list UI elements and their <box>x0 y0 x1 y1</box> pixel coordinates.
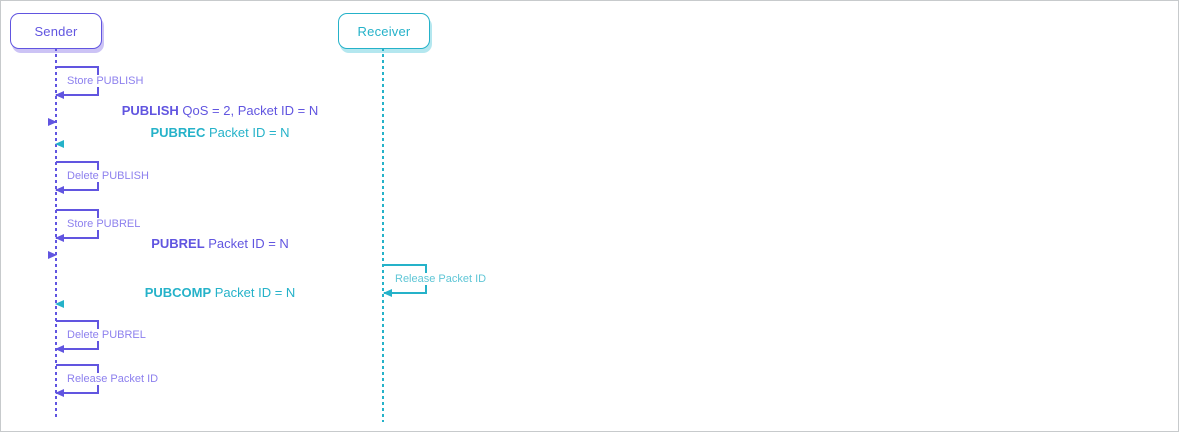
actor-receiver: Receiver <box>338 13 430 49</box>
self-loop-return-arrow <box>55 385 99 397</box>
message-publish-label: PUBLISH QoS = 2, Packet ID = N <box>56 103 384 119</box>
message-pubcomp-label: PUBCOMP Packet ID = N <box>56 285 384 301</box>
message-detail: Packet ID = N <box>204 236 289 251</box>
message-pubcomp: PUBCOMP Packet ID = N <box>56 285 384 303</box>
self-message-label: Release Packet ID <box>395 273 487 285</box>
message-publish: PUBLISH QoS = 2, Packet ID = N <box>56 103 384 121</box>
message-pubrec-label: PUBREC Packet ID = N <box>56 125 384 141</box>
actor-sender-label: Sender <box>34 23 78 39</box>
message-pubrel: PUBREL Packet ID = N <box>56 236 384 254</box>
self-loop-top <box>384 264 427 273</box>
self-loop-return-arrow <box>383 285 427 297</box>
self-message-release-packet-id-sender: Release Packet ID <box>55 364 158 397</box>
message-keyword: PUBLISH <box>121 103 179 118</box>
self-message-label: Store PUBLISH <box>67 75 144 87</box>
self-loop-return-arrow <box>55 182 99 194</box>
self-loop-top <box>56 209 99 218</box>
message-pubrel-label: PUBREL Packet ID = N <box>56 236 384 252</box>
self-message-label: Delete PUBREL <box>67 329 146 341</box>
self-message-label: Release Packet ID <box>67 373 159 385</box>
self-message-store-publish: Store PUBLISH <box>55 66 143 99</box>
self-loop-top <box>56 161 99 170</box>
message-keyword: PUBREL <box>151 236 205 251</box>
message-keyword: PUBREC <box>150 125 206 140</box>
self-message-release-packet-id-receiver: Release Packet ID <box>383 264 486 297</box>
message-detail: Packet ID = N <box>205 125 290 140</box>
self-loop-return-arrow <box>55 230 99 242</box>
self-loop-top <box>56 320 99 329</box>
self-message-store-pubrel: Store PUBREL <box>55 209 140 242</box>
self-loop-top <box>56 364 99 373</box>
self-message-label: Store PUBREL <box>67 218 141 230</box>
message-keyword: PUBCOMP <box>144 285 212 300</box>
message-detail: QoS = 2, Packet ID = N <box>178 103 319 118</box>
self-loop-return-arrow <box>55 87 99 99</box>
message-pubrec: PUBREC Packet ID = N <box>56 125 384 143</box>
message-detail: Packet ID = N <box>211 285 296 300</box>
actor-receiver-label: Receiver <box>357 23 411 39</box>
self-loop-top <box>56 66 99 75</box>
actor-sender: Sender <box>10 13 102 49</box>
self-message-delete-publish: Delete PUBLISH <box>55 161 149 194</box>
self-message-delete-pubrel: Delete PUBREL <box>55 320 146 353</box>
lifeline-receiver <box>382 48 384 422</box>
self-loop-return-arrow <box>55 341 99 353</box>
self-message-label: Delete PUBLISH <box>67 170 149 182</box>
